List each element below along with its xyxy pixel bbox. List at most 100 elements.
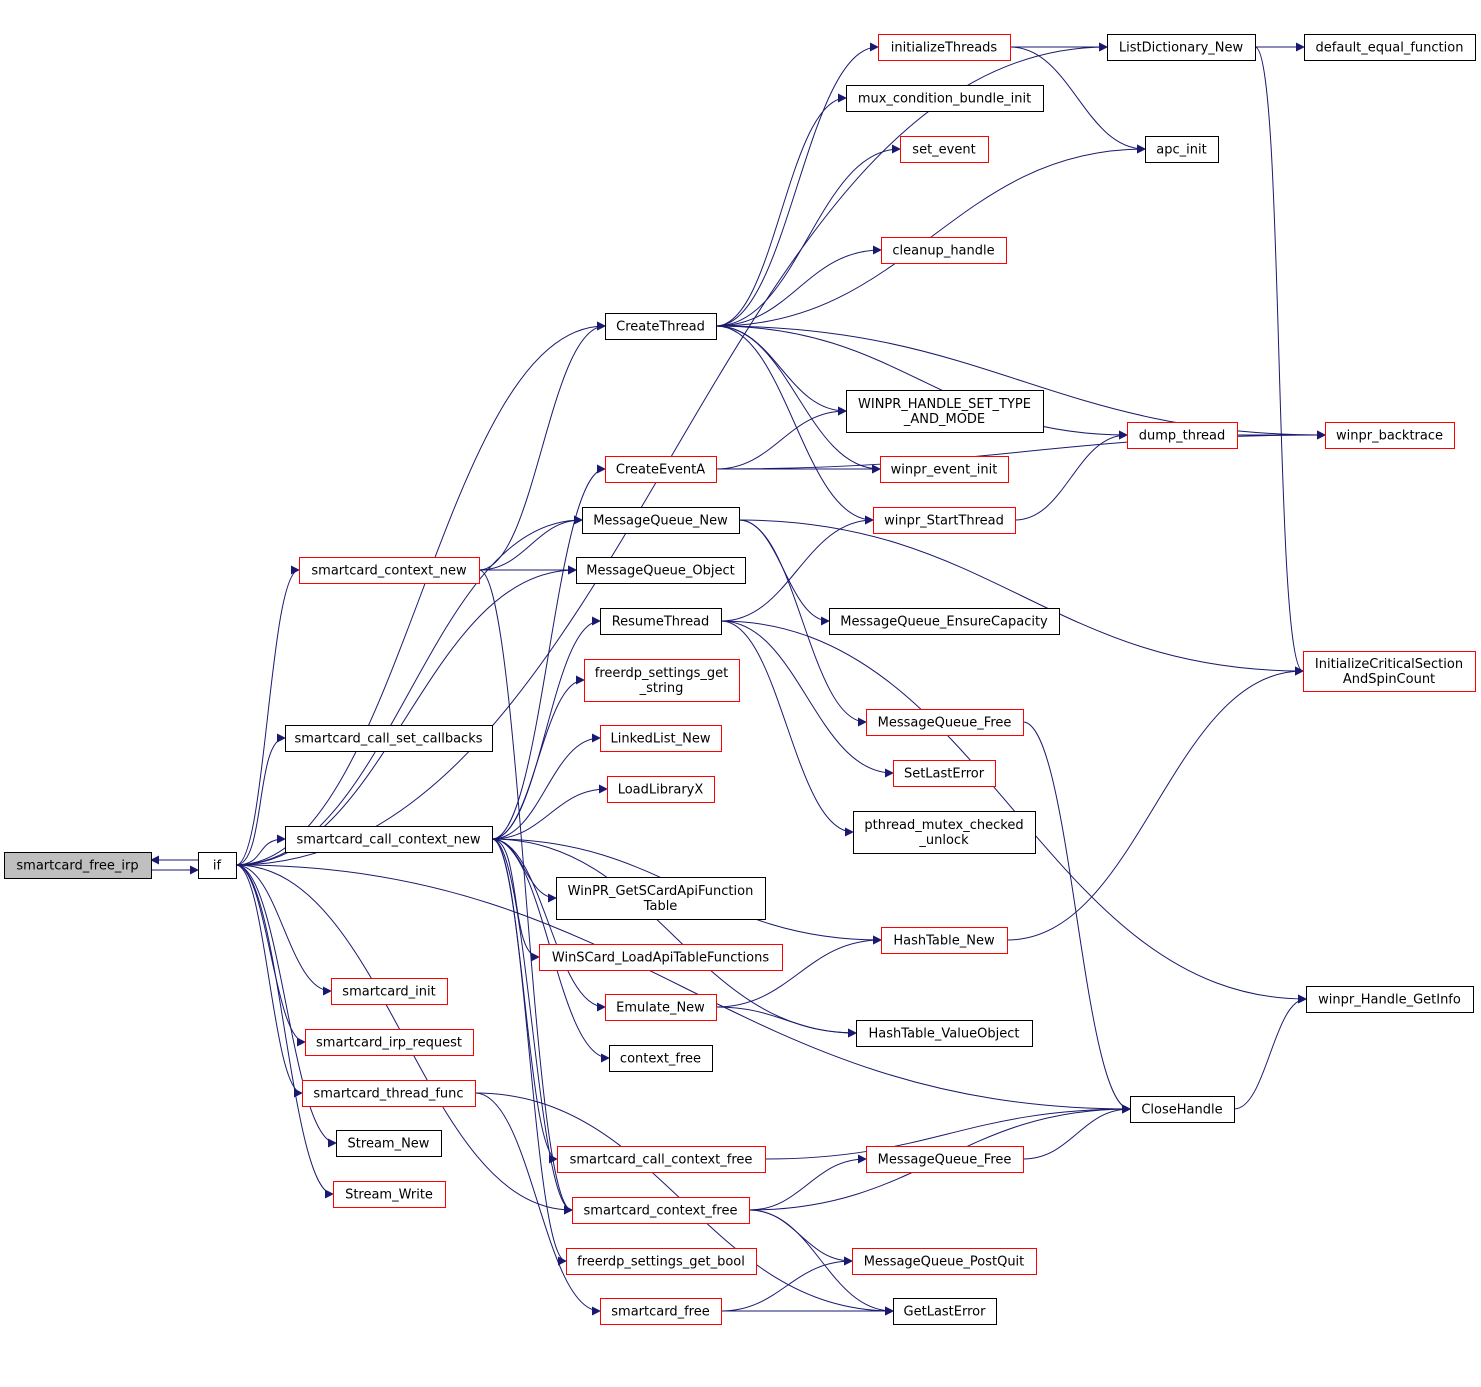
node-box[interactable] <box>572 1197 750 1224</box>
node-smartcard_free[interactable]: smartcard_free <box>600 1298 722 1325</box>
node-dump_thread[interactable]: dump_thread <box>1127 422 1238 449</box>
node-winpr_Handle_GetInfo[interactable]: winpr_Handle_GetInfo <box>1306 986 1474 1013</box>
node-box[interactable] <box>285 725 493 752</box>
node-Stream_Write[interactable]: Stream_Write <box>333 1181 446 1208</box>
node-smartcard_thread_func[interactable]: smartcard_thread_func <box>302 1080 476 1107</box>
node-LoadLibraryX[interactable]: LoadLibraryX <box>607 776 715 803</box>
node-ListDictionary_New[interactable]: ListDictionary_New <box>1107 34 1256 61</box>
node-MessageQueue_Object[interactable]: MessageQueue_Object <box>576 557 746 584</box>
node-apc_init[interactable]: apc_init <box>1145 136 1219 163</box>
node-box[interactable] <box>878 34 1011 61</box>
node-box[interactable] <box>1145 136 1219 163</box>
node-box[interactable] <box>893 1298 997 1325</box>
node-box[interactable] <box>576 557 746 584</box>
node-box[interactable] <box>305 1029 474 1056</box>
node-box[interactable] <box>566 1248 757 1275</box>
node-CreateEventA[interactable]: CreateEventA <box>605 456 717 483</box>
node-box[interactable] <box>1304 34 1476 61</box>
node-box[interactable] <box>607 776 715 803</box>
node-box[interactable] <box>1325 422 1455 449</box>
node-smartcard_context_free[interactable]: smartcard_context_free <box>572 1197 750 1224</box>
node-box[interactable] <box>866 1146 1024 1173</box>
node-winpr_backtrace[interactable]: winpr_backtrace <box>1325 422 1455 449</box>
node-box[interactable] <box>605 994 717 1021</box>
node-box[interactable] <box>1107 34 1256 61</box>
node-Emulate_New[interactable]: Emulate_New <box>605 994 717 1021</box>
node-set_event[interactable]: set_event <box>900 136 989 163</box>
node-box[interactable] <box>556 877 766 920</box>
node-box[interactable] <box>198 852 237 879</box>
node-SetLastError[interactable]: SetLastError <box>893 760 996 787</box>
node-smartcard_call_context_free[interactable]: smartcard_call_context_free <box>557 1146 766 1173</box>
node-box[interactable] <box>584 659 740 702</box>
node-box[interactable] <box>893 760 996 787</box>
node-if[interactable]: if <box>198 852 237 879</box>
node-LinkedList_New[interactable]: LinkedList_New <box>600 725 722 752</box>
node-CloseHandle[interactable]: CloseHandle <box>1130 1096 1235 1123</box>
node-cleanup_handle[interactable]: cleanup_handle <box>881 237 1007 264</box>
node-box[interactable] <box>331 978 448 1005</box>
node-box[interactable] <box>1303 651 1476 692</box>
node-GetLastError[interactable]: GetLastError <box>893 1298 997 1325</box>
node-default_equal_function[interactable]: default_equal_function <box>1304 34 1476 61</box>
node-WinSCard_LoadApiTableFunctions[interactable]: WinSCard_LoadApiTableFunctions <box>539 944 783 971</box>
node-freerdp_settings_get_string[interactable]: freerdp_settings_get_string <box>584 659 740 702</box>
node-box[interactable] <box>846 390 1044 433</box>
node-box[interactable] <box>829 608 1060 635</box>
node-box[interactable] <box>1127 422 1238 449</box>
node-winpr_StartThread[interactable]: winpr_StartThread <box>873 507 1016 534</box>
node-context_free[interactable]: context_free <box>609 1045 713 1072</box>
node-mux_condition_bundle_init[interactable]: mux_condition_bundle_init <box>846 85 1044 112</box>
node-box[interactable] <box>846 85 1044 112</box>
node-box[interactable] <box>336 1130 442 1157</box>
node-box[interactable] <box>1130 1096 1235 1123</box>
node-box[interactable] <box>605 313 717 340</box>
node-smartcard_call_set_callbacks[interactable]: smartcard_call_set_callbacks <box>285 725 493 752</box>
node-MessageQueue_New[interactable]: MessageQueue_New <box>582 507 740 534</box>
node-HashTable_New[interactable]: HashTable_New <box>881 927 1008 954</box>
node-smartcard_init[interactable]: smartcard_init <box>331 978 448 1005</box>
node-box[interactable] <box>881 927 1008 954</box>
node-ResumeThread[interactable]: ResumeThread <box>600 608 722 635</box>
node-smartcard_call_context_new[interactable]: smartcard_call_context_new <box>285 826 493 853</box>
node-WINPR_HANDLE_SET_TYPE_AND_MODE[interactable]: WINPR_HANDLE_SET_TYPE_AND_MODE <box>846 390 1044 433</box>
node-pthread_mutex_checked_unlock[interactable]: pthread_mutex_checked_unlock <box>853 811 1036 854</box>
node-box[interactable] <box>1306 986 1474 1013</box>
node-MessageQueue_EnsureCapacity[interactable]: MessageQueue_EnsureCapacity <box>829 608 1060 635</box>
node-MessageQueue_PostQuit[interactable]: MessageQueue_PostQuit <box>852 1248 1037 1275</box>
node-smartcard_context_new[interactable]: smartcard_context_new <box>299 557 480 584</box>
node-box[interactable] <box>866 709 1024 736</box>
node-box[interactable] <box>880 456 1009 483</box>
node-box[interactable] <box>856 1020 1033 1047</box>
node-box[interactable] <box>557 1146 766 1173</box>
node-box[interactable] <box>881 237 1007 264</box>
node-label: smartcard_free <box>611 1305 709 1320</box>
node-box[interactable] <box>285 826 493 853</box>
node-box[interactable] <box>605 456 717 483</box>
node-box[interactable] <box>900 136 989 163</box>
node-label: LinkedList_New <box>611 732 711 747</box>
node-box[interactable] <box>302 1080 476 1107</box>
node-winpr_event_init[interactable]: winpr_event_init <box>880 456 1009 483</box>
node-smartcard_irp_request[interactable]: smartcard_irp_request <box>305 1029 474 1056</box>
node-initializeThreads[interactable]: initializeThreads <box>878 34 1011 61</box>
node-box[interactable] <box>582 507 740 534</box>
node-box[interactable] <box>873 507 1016 534</box>
node-box[interactable] <box>539 944 783 971</box>
node-HashTable_ValueObject[interactable]: HashTable_ValueObject <box>856 1020 1033 1047</box>
node-box[interactable] <box>853 811 1036 854</box>
node-MessageQueue_Free_2[interactable]: MessageQueue_Free <box>866 1146 1024 1173</box>
node-box[interactable] <box>600 725 722 752</box>
node-MessageQueue_Free_1[interactable]: MessageQueue_Free <box>866 709 1024 736</box>
node-box[interactable] <box>333 1181 446 1208</box>
node-Stream_New[interactable]: Stream_New <box>336 1130 442 1157</box>
node-box[interactable] <box>609 1045 713 1072</box>
node-CreateThread[interactable]: CreateThread <box>605 313 717 340</box>
node-freerdp_settings_get_bool[interactable]: freerdp_settings_get_bool <box>566 1248 757 1275</box>
node-box[interactable] <box>852 1248 1037 1275</box>
node-box[interactable] <box>299 557 480 584</box>
node-box[interactable] <box>600 1298 722 1325</box>
node-box[interactable] <box>600 608 722 635</box>
